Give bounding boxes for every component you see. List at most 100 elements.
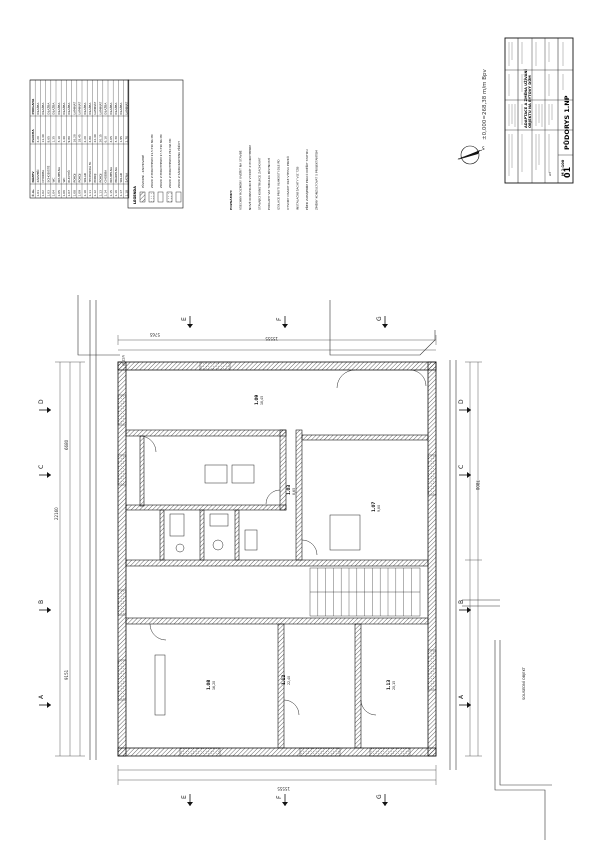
section-mark: C (458, 465, 471, 478)
schedule-cell: 3,30 (114, 136, 118, 143)
schedule-cell: DLAŽBA (45, 103, 50, 115)
schedule-cell: 1.14 (104, 190, 108, 197)
title-block: PŮDORYS 1.NP 01 M 1:100 ADAPTACE A ZMĚNA… (504, 37, 574, 184)
dim-top-part: 5765 (149, 332, 160, 337)
schedule-cell: CHODBA (41, 170, 45, 183)
schedule-cell: 20,15 (98, 134, 102, 142)
svg-text:D: D (458, 399, 465, 404)
general-notes: POZNÁMKY:VŠECHNY ROZMĚRY OVĚŘIT NA STAVB… (228, 145, 319, 210)
schedule-cell: 8,65 (46, 136, 50, 143)
svg-text:F: F (276, 317, 283, 321)
legend-item: ZDIVO Z POROTHERM 17,5 P10 NA MC (159, 134, 163, 188)
room-number: 1.13 (386, 680, 391, 690)
schedule-cell: 2,70 (124, 136, 128, 143)
schedule-cell: DLAŽBA (56, 103, 61, 115)
legend-swatch (166, 191, 173, 203)
schedule-cell: 11,40 (41, 134, 45, 142)
svg-text:C: C (458, 465, 465, 469)
windows (117, 361, 437, 757)
schedule-cell: DLAŽBA (103, 103, 108, 115)
schedule-cell: 1.09 (78, 190, 82, 197)
schedule-cell: DLAŽBA (35, 103, 40, 115)
sheet-format: A3 (548, 172, 552, 176)
svg-text:E: E (181, 317, 188, 321)
room-schedule-table: Č.m.NÁZEVPLOCHAPODLAHA1.01ZÁDVEŘÍ4,20DLA… (29, 79, 130, 199)
schedule-cell: DLAŽBA (40, 103, 45, 115)
schedule-cell: 16,20 (72, 134, 76, 142)
room-number: 1.03 (286, 485, 291, 495)
room-number: 1.12 (281, 675, 286, 685)
room-number: 1.09 (254, 395, 259, 405)
schedule-cell: SKLAD (119, 172, 123, 182)
svg-text:A: A (38, 694, 45, 699)
section-mark: D (458, 399, 471, 413)
svg-text:E: E (181, 795, 188, 799)
schedule-cell: TECHNICKÁ M. (87, 161, 92, 183)
dimension-lines (55, 335, 482, 785)
schedule-cell: LAMINÁT (92, 102, 97, 115)
section-mark: D (38, 399, 51, 413)
schedule-cell: 1.17 (119, 190, 123, 197)
schedule-cell: LAMINÁT (77, 102, 82, 115)
schedule-cell: PRÁDELNA (113, 167, 118, 182)
section-mark: B (458, 600, 471, 613)
schedule-cell: 1,35 (52, 136, 56, 143)
schedule-cell: 1.08 (72, 190, 76, 197)
legend-item: PŮVODNÍ - ZACHOVANÉ (140, 155, 145, 188)
schedule-cell: DLAŽBA (113, 103, 118, 115)
note-line: INSTALAČNÍ ŠACHTY VIZ TZB (295, 167, 300, 210)
schedule-cell: WC (62, 178, 66, 183)
schedule-header: Č.m. (30, 189, 35, 196)
svg-text:B: B (458, 600, 465, 604)
schedule-cell: 1.03 (46, 190, 50, 197)
dim-left-part-2: 6680 (64, 439, 69, 450)
schedule-cell: 1,40 (62, 136, 66, 143)
section-mark: G (376, 316, 388, 328)
schedule-cell: 1.12 (93, 190, 97, 197)
note-line: VŠECHNY ROZMĚRY OVĚŘIT NA STAVBĚ (238, 150, 243, 210)
schedule-cell: 4,80 (88, 136, 92, 143)
schedule-cell: 1.10 (83, 190, 87, 197)
schedule-cell: 1.18 (124, 190, 128, 197)
legend-swatch (148, 191, 155, 203)
svg-text:B: B (38, 600, 45, 604)
schedule-cell: 1.15 (109, 190, 113, 197)
schedule-cell: KUCHYŇ (66, 170, 71, 182)
schedule-cell: 9,80 (67, 136, 71, 143)
schedule-cell: LAMINÁT (123, 102, 128, 115)
schedule-header: PODLAHA (31, 98, 35, 114)
svg-text:A: A (458, 694, 465, 699)
schedule-header: NÁZEV (30, 171, 35, 183)
schedule-cell: 4,05 (109, 136, 113, 143)
svg-text:C: C (38, 465, 45, 469)
schedule-cell: POKOJ (93, 173, 97, 182)
section-mark: A (38, 694, 51, 708)
doors (139, 369, 427, 716)
schedule-cell: 6,10 (104, 136, 108, 143)
schedule-cell: DLAŽBA (51, 103, 56, 115)
schedule-cell: DLAŽBA (118, 103, 123, 115)
schedule-cell: POKOJ (98, 173, 102, 182)
dim-left-part-1: 9151 (64, 669, 69, 680)
schedule-cell: 1.13 (98, 190, 102, 197)
room-number: 1.07 (371, 502, 376, 512)
svg-text:F: F (276, 795, 283, 799)
section-mark: B (38, 600, 51, 613)
schedule-cell: DLAŽBA (66, 103, 71, 115)
floor-plan: 15555 5765 15555 22160 9151 6680 7800 1.… (38, 295, 552, 840)
legend-item: ZDIVO Z POROTHERM 11,5 P10 NA MC (150, 134, 154, 188)
schedule-cell: 2,20 (83, 136, 87, 143)
north-label: S (482, 146, 485, 151)
section-mark: F (276, 794, 288, 806)
svg-text:G: G (376, 794, 383, 799)
dim-top-overall: 15555 (265, 336, 278, 341)
schedule-cell: LAMINÁT (71, 102, 76, 115)
fixtures (154, 464, 361, 716)
schedule-cell: 1.11 (88, 190, 92, 197)
drawing-number: 01 (563, 166, 572, 178)
room-number: 1.08 (206, 680, 211, 690)
project-name-1: ADAPTACE A ZMĚNA UŽÍVÁNÍ (523, 69, 528, 128)
note-line: OTVORY OSADIT DLE VÝPISU PRVKŮ (285, 156, 290, 210)
